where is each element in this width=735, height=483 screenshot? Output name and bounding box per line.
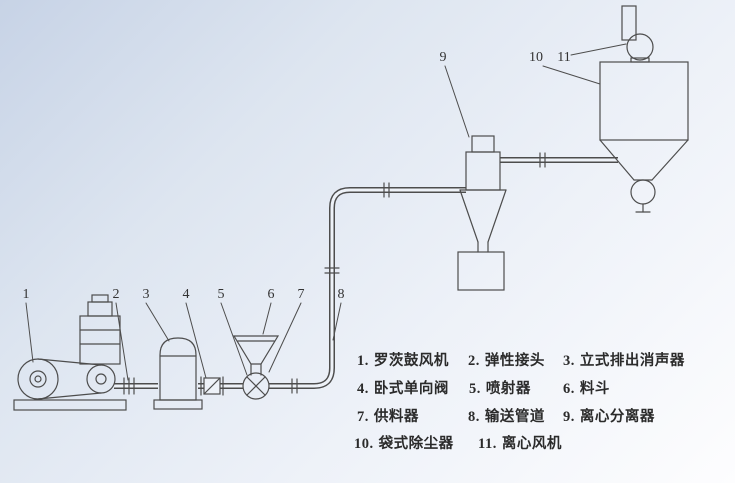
legend-number: 4. bbox=[357, 381, 369, 397]
legend-number: 10. bbox=[354, 436, 374, 452]
collection-bin bbox=[457, 251, 505, 291]
callout-5: 5 bbox=[218, 287, 225, 302]
roots-blower bbox=[13, 294, 127, 411]
legend-number: 6. bbox=[563, 381, 575, 397]
callout-7: 7 bbox=[298, 287, 305, 302]
legend-item-9: 9.离心分离器 bbox=[563, 405, 655, 426]
legend-label: 袋式除尘器 bbox=[378, 436, 454, 452]
callout-4: 4 bbox=[183, 287, 190, 302]
legend-label: 离心风机 bbox=[501, 436, 562, 452]
callout-2: 2 bbox=[113, 287, 120, 302]
legend-item-11: 11.离心风机 bbox=[478, 432, 562, 453]
motor-pulley-icon bbox=[17, 358, 59, 400]
rotary-valve-icon bbox=[630, 179, 656, 205]
legend-item-5: 5.喷射器 bbox=[469, 377, 531, 398]
callout-leader-lines bbox=[25, 43, 627, 381]
legend-label: 卧式单向阀 bbox=[373, 381, 449, 397]
legend-number: 11. bbox=[478, 436, 497, 452]
callout-1: 1 bbox=[23, 287, 30, 302]
callout-10: 10 bbox=[529, 50, 543, 65]
callout-3: 3 bbox=[143, 287, 150, 302]
centrifugal-fan bbox=[621, 5, 654, 63]
legend-item-7: 7.供料器 bbox=[357, 405, 419, 426]
legend-number: 9. bbox=[563, 409, 575, 425]
legend-label: 输送管道 bbox=[484, 409, 545, 425]
legend-item-1: 1.罗茨鼓风机 bbox=[357, 349, 449, 370]
cyclone-separator bbox=[457, 135, 507, 291]
legend-number: 2. bbox=[468, 353, 480, 369]
bag-dust-collector bbox=[599, 61, 689, 213]
blower-pulley-icon bbox=[86, 364, 116, 394]
flexible-joint bbox=[123, 377, 135, 395]
callout-11: 11 bbox=[557, 50, 570, 65]
callout-8: 8 bbox=[338, 287, 345, 302]
discharge-silencer bbox=[153, 337, 203, 410]
pipe-flanges bbox=[291, 152, 546, 394]
legend-item-10: 10.袋式除尘器 bbox=[354, 432, 454, 453]
callout-6: 6 bbox=[268, 287, 275, 302]
injector bbox=[242, 372, 270, 400]
legend-item-2: 2.弹性接头 bbox=[468, 349, 545, 370]
legend-label: 料斗 bbox=[579, 381, 610, 397]
legend-item-4: 4.卧式单向阀 bbox=[357, 377, 449, 398]
legend-number: 5. bbox=[469, 381, 481, 397]
legend-label: 供料器 bbox=[373, 409, 419, 425]
legend-label: 弹性接头 bbox=[484, 353, 545, 369]
legend-number: 1. bbox=[357, 353, 369, 369]
legend-label: 罗茨鼓风机 bbox=[373, 353, 449, 369]
legend-number: 7. bbox=[357, 409, 369, 425]
callout-numbers: 1 2 3 4 5 6 7 8 9 10 11 bbox=[23, 50, 571, 302]
legend-item-8: 8.输送管道 bbox=[468, 405, 545, 426]
legend-item-6: 6.料斗 bbox=[563, 377, 610, 398]
callout-9: 9 bbox=[440, 50, 447, 65]
legend-label: 喷射器 bbox=[485, 381, 531, 397]
hopper bbox=[232, 335, 280, 376]
legend-number: 8. bbox=[468, 409, 480, 425]
legend-number: 3. bbox=[563, 353, 575, 369]
legend-label: 立式排出消声器 bbox=[579, 353, 685, 369]
legend-item-3: 3.立式排出消声器 bbox=[563, 349, 685, 370]
check-valve bbox=[200, 376, 224, 396]
legend-label: 离心分离器 bbox=[579, 409, 655, 425]
